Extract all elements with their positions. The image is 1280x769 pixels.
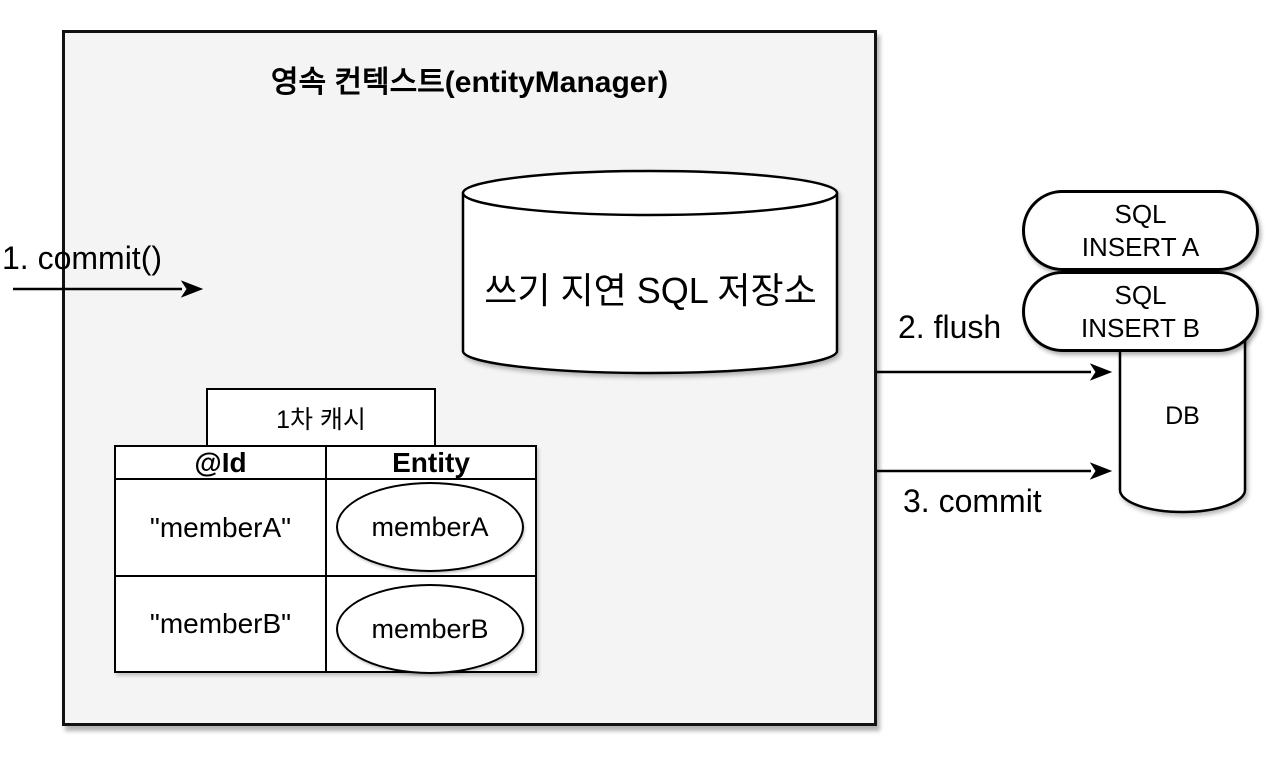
label-commit-in: 1. commit() [2,240,162,276]
entity-ellipse-memberB-label: memberB [371,613,489,644]
entity-ellipse-memberA-label: memberA [371,511,489,542]
sql-insert-a-line1: SQL [1114,198,1167,229]
label-commit-out: 3. commit [903,483,1042,519]
write-behind-store-label: 쓰기 지연 SQL 저장소 [484,270,817,311]
first-level-cache-tab-label: 1차 캐시 [276,406,366,434]
sql-insert-a-line2: INSERT A [1081,231,1200,262]
cache-table-cell-entity-row1 [327,480,535,577]
entity-ellipse-memberA: memberA [336,482,524,572]
persistence-context-title: 영속 컨텍스트(entityManager) [270,66,669,99]
sql-insert-b-line1: SQL [1114,279,1167,310]
cache-table-header-id: @Id [116,447,327,480]
label-flush: 2. flush [898,309,1002,345]
entity-ellipse-memberB: memberB [336,584,524,674]
cache-table-cell-id-row2: "memberB" [116,577,327,671]
write-behind-store-cylinder [461,169,839,375]
first-level-cache-tab: 1차 캐시 [206,388,436,448]
cache-table-header-entity: Entity [327,447,535,480]
sql-insert-b-shape: SQL INSERT B [1022,271,1259,352]
sql-insert-a-shape: SQL INSERT A [1022,190,1259,271]
db-label: DB [1165,402,1200,430]
cache-table-cell-id-row1: "memberA" [116,480,327,577]
db-cylinder [1118,298,1247,514]
sql-insert-b-line2: INSERT B [1081,312,1200,343]
